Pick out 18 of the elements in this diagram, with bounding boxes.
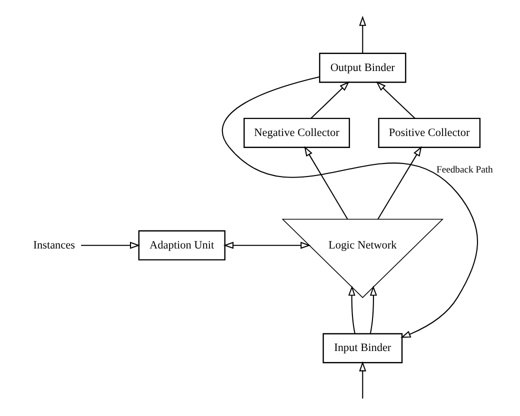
arrow [359, 361, 366, 399]
arrow [223, 242, 311, 249]
arrow [310, 81, 350, 119]
arrow [377, 146, 422, 220]
arrow [222, 76, 478, 338]
arrow [304, 146, 348, 220]
node-box: Adaption Unit [138, 230, 226, 260]
arrow [359, 16, 366, 54]
node-box: Negative Collector [244, 118, 350, 148]
node-text: Instances [33, 239, 76, 252]
edge-label: Feedback Path [436, 164, 493, 176]
arrow [348, 286, 356, 334]
node-box: Positive Collector [378, 118, 481, 148]
node-box: Input Binder [322, 333, 403, 364]
arrow [81, 242, 140, 249]
arrow [376, 81, 416, 119]
node-box: Output Binder [319, 52, 406, 83]
arrow [370, 286, 378, 334]
